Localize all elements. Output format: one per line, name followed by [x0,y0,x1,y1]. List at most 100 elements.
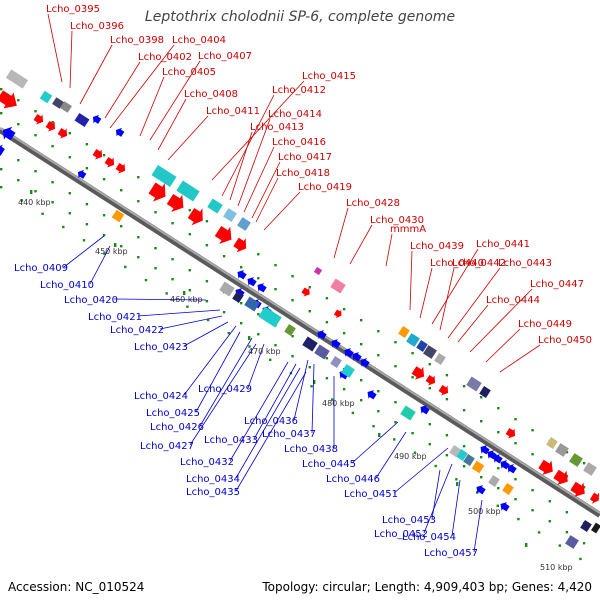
tick-dot [325,357,329,360]
tick-dot [222,311,226,314]
kbp-tick-mark [456,482,459,486]
tick-dot [205,244,209,247]
tick-dot [480,476,483,479]
tick-dot [240,322,243,325]
reverse-gene-label: Lcho_0426 [150,422,204,433]
tick-dot [394,341,397,344]
reverse-gene-label: Lcho_0427 [140,441,194,452]
tick-dot [0,186,3,189]
tick-dot [51,201,54,204]
forward-label-leader [499,344,541,373]
forward-label-leader [431,248,479,325]
reverse-gene-label: Lcho_0425 [146,408,200,419]
gene-feature-box [565,535,579,549]
forward-gene-label: Lcho_0450 [538,335,592,346]
tick-dot [102,234,106,237]
tick-dot [274,344,277,347]
reverse-gene-arrow [500,460,510,470]
forward-gene-arrow [553,469,568,485]
reverse-label-leader [253,363,297,440]
reverse-gene-label: Lcho_0432 [180,457,234,468]
forward-label-leader [139,76,165,137]
forward-gene-label: Lcho_0418 [276,168,330,179]
forward-gene-label: Lcho_0449 [518,319,572,330]
tick-dot [154,211,157,214]
tick-dot [308,366,311,369]
tick-dot [308,310,311,313]
reverse-gene-label: Lcho_0457 [424,548,478,559]
forward-gene-arrow [148,182,166,202]
tick-dot [428,423,431,426]
tick-dot [462,385,466,388]
tick-dot [360,379,363,382]
forward-gene-arrow [214,225,232,244]
forward-gene-arrow [538,459,553,475]
reverse-gene-arrow [0,144,5,156]
forward-gene-arrow [589,492,600,504]
gene-feature-box [471,460,485,474]
tick-dot [20,199,24,202]
forward-gene-label: Lcho_0441 [476,239,530,250]
gene-feature-box [39,90,53,104]
accession-text: Accession: NC_010524 [8,580,145,594]
tick-dot [475,491,479,494]
tick-dot [514,442,517,445]
tick-dot [351,411,355,415]
reverse-gene-label: Lcho_0424 [134,391,188,402]
gene-feature-box [400,405,416,421]
forward-label-leader [69,30,73,89]
reverse-gene-arrow [237,270,247,280]
reverse-label-leader [473,499,483,553]
reverse-gene-label: Lcho_0436 [244,416,298,427]
gene-feature-box [74,112,90,128]
tick-dot [102,178,106,181]
reverse-label-leader [63,235,105,268]
tick-dot [0,112,3,115]
reverse-gene-arrow [507,464,517,474]
reverse-label-leader [229,361,289,462]
forward-gene-label: Lcho_0439 [410,241,464,252]
tick-dot [579,557,582,561]
reverse-label-leader [235,367,301,479]
gene-feature-box [313,266,323,276]
reverse-gene-label: Lcho_0451 [344,489,398,500]
reverse-gene-arrow [420,405,430,415]
tick-dot [514,498,517,501]
tick-dot [411,352,414,355]
tick-dot [85,143,89,146]
forward-label-leader [109,44,175,129]
gene-feature-box [176,180,200,202]
gene-feature-box [546,437,558,449]
tick-dot [291,299,294,302]
gene-feature-box [341,364,355,378]
tick-dot [103,252,106,255]
reverse-label-leader [311,363,315,434]
forward-label-leader [237,118,271,207]
tick-dot [120,245,123,248]
tick-dot [497,407,500,410]
reverse-gene-label: Lcho_0422 [110,325,164,336]
tick-dot [240,302,243,305]
reverse-gene-label: Lcho_0452 [374,529,428,540]
forward-gene-label: Lcho_0412 [272,85,326,96]
tick-dot [137,176,140,179]
reverse-gene-arrow [344,348,354,358]
reverse-label-leader [113,298,207,301]
tick-dot [41,212,44,215]
tick-dot [188,289,191,292]
tick-dot [34,134,37,137]
gene-feature-box [555,443,569,457]
forward-gene-arrow [0,90,17,109]
gene-feature-box [406,333,420,347]
reverse-gene-arrow [480,445,490,455]
tick-dot [445,434,449,437]
forward-gene-label: Lcho_0415 [302,71,356,82]
tick-dot [497,487,500,490]
forward-label-leader [255,177,279,223]
gene-feature-box [151,165,177,187]
reverse-gene-arrow [367,390,377,400]
tick-dot [34,110,37,113]
forward-label-leader [333,207,349,259]
